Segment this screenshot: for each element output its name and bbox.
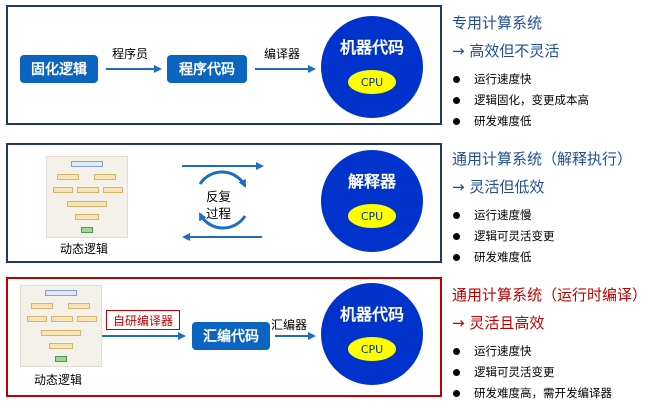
programmer-label: 程序员 bbox=[112, 47, 149, 61]
machine-code-circle: 机器代码 CPU bbox=[321, 16, 423, 118]
side-section-runtime-compiled: 通用计算系统（运行时编译） → 灵活且高效 运行速度快 逻辑可灵活变更 研发难度… bbox=[452, 284, 647, 404]
dynamic-logic-flowchart bbox=[46, 156, 128, 238]
section-title: 通用计算系统（运行时编译） bbox=[452, 286, 648, 304]
section-subtitle: → 灵活且高效 bbox=[452, 314, 545, 332]
section-title: 专用计算系统 bbox=[452, 14, 543, 32]
bullet-item: 逻辑可灵活变更 bbox=[452, 226, 647, 247]
machine-code-title: 机器代码 bbox=[339, 305, 404, 324]
dynamic-logic-caption: 动态逻辑 bbox=[60, 242, 109, 256]
cpu-ellipse: CPU bbox=[348, 337, 396, 361]
program-code-box: 程序代码 bbox=[167, 55, 247, 83]
bullet-item: 研发难度低 bbox=[452, 247, 647, 268]
machine-code-circle: 机器代码 CPU bbox=[321, 283, 423, 385]
bullet-item: 逻辑固化，变更成本高 bbox=[452, 90, 647, 111]
cpu-ellipse: CPU bbox=[348, 70, 396, 94]
bullet-item: 运行速度快 bbox=[452, 341, 647, 362]
dynamic-logic-flowchart bbox=[20, 285, 102, 367]
bullet-item: 逻辑可灵活变更 bbox=[452, 362, 647, 383]
fixed-logic-box: 固化逻辑 bbox=[20, 55, 98, 83]
compiler-label: 编译器 bbox=[264, 47, 301, 61]
bullet-item: 运行速度慢 bbox=[452, 205, 647, 226]
bullet-item: 研发难度高，需开发编译器 bbox=[452, 383, 647, 404]
custom-compiler-label: 自研编译器 bbox=[106, 310, 180, 330]
bullet-item: 研发难度低 bbox=[452, 111, 647, 132]
side-section-dedicated: 专用计算系统 → 高效但不灵活 运行速度快 逻辑固化，变更成本高 研发难度低 bbox=[452, 12, 647, 132]
section-subtitle: → 灵活但低效 bbox=[452, 178, 545, 196]
section-subtitle: → 高效但不灵活 bbox=[452, 42, 560, 60]
cpu-ellipse: CPU bbox=[348, 204, 396, 228]
machine-code-title: 机器代码 bbox=[339, 38, 404, 57]
assembler-label: 汇编器 bbox=[271, 318, 308, 332]
bullet-item: 运行速度快 bbox=[452, 69, 647, 90]
interpreter-circle: 解释器 CPU bbox=[321, 150, 423, 252]
interpreter-title: 解释器 bbox=[347, 172, 396, 191]
repeat-process-label: 反复 过程 bbox=[206, 189, 232, 221]
dynamic-logic-caption: 动态逻辑 bbox=[34, 373, 83, 387]
assembly-code-box: 汇编代码 bbox=[192, 322, 270, 350]
side-section-interpreted: 通用计算系统（解释执行） → 灵活但低效 运行速度慢 逻辑可灵活变更 研发难度低 bbox=[452, 148, 647, 268]
section-title: 通用计算系统（解释执行） bbox=[452, 150, 633, 168]
